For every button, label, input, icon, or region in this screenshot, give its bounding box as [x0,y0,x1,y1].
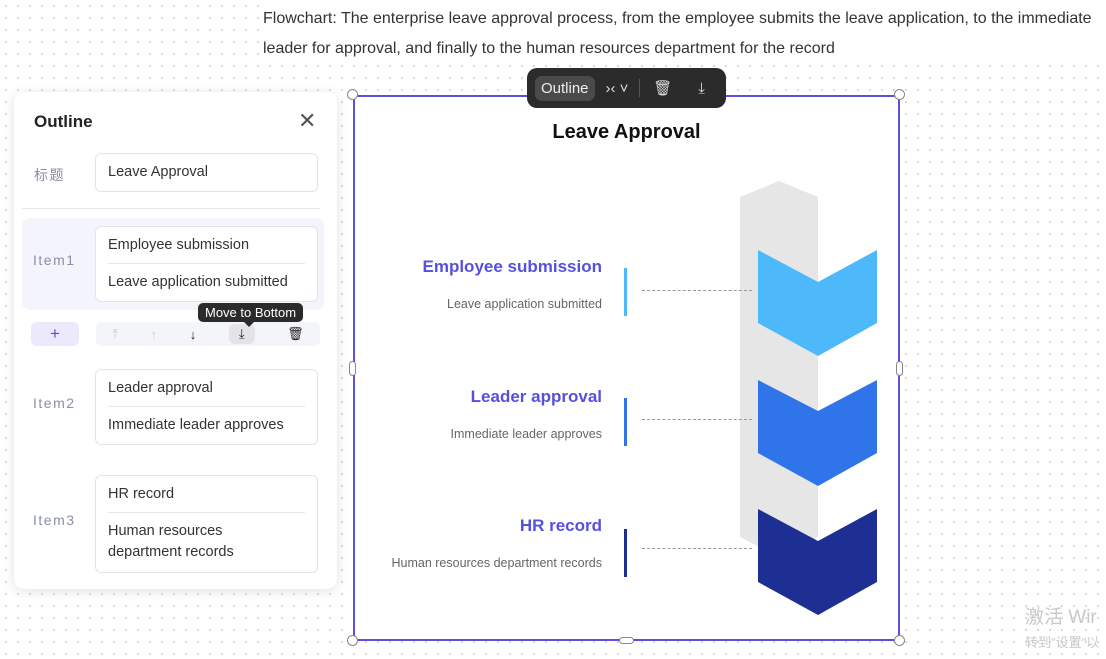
item-fields[interactable]: HR record Human resources department rec… [95,475,318,573]
divider [22,208,320,209]
move-to-bottom-icon[interactable]: ⤓ [228,324,255,344]
toolbar-divider [639,79,641,97]
floating-toolbar: Outline ›‹ ˅ 🗑 ⤓ [527,68,726,108]
resize-handle[interactable] [349,361,356,376]
title-field-label: 标题 [34,167,65,183]
split-icon[interactable]: ›‹ ˅ [605,79,629,97]
flowchart-description: Flowchart: The enterprise leave approval… [263,4,1103,64]
accent-bar [624,398,627,446]
resize-handle[interactable] [619,637,634,644]
item-label: Item1 [33,252,76,268]
move-down-icon[interactable]: ↓ [189,326,197,342]
accent-bar [624,529,627,577]
item-desc-input[interactable]: Human resources department records [108,523,234,560]
watermark-line1: 激活 Wir [1025,607,1097,628]
chevron-1 [758,250,877,356]
step-desc: Human resources department records [391,556,602,570]
resize-handle[interactable] [894,89,905,100]
watermark-line2: 转到"设置"以 [1025,635,1100,650]
move-to-top-icon[interactable]: ⤒ [112,326,119,341]
item-title-input[interactable]: Leader approval [108,380,213,396]
item-desc-input[interactable]: Leave application submitted [108,274,288,290]
item-label: Item2 [33,395,76,411]
move-up-icon[interactable]: ↑ [150,326,158,342]
item-fields[interactable]: Leader approval Immediate leader approve… [95,369,318,445]
step-desc: Immediate leader approves [450,427,602,441]
gray-column [740,181,818,557]
item-label: Item3 [33,512,76,528]
chevron-2 [758,380,877,486]
resize-handle[interactable] [347,89,358,100]
diagram-title: Leave Approval [552,121,701,143]
accent-bar [624,268,627,316]
step-desc: Leave application submitted [447,297,602,311]
download-icon[interactable]: ⤓ [698,79,705,97]
outline-panel: Outline ✕ 标题 Leave Approval Item1 Employ… [14,92,337,589]
resize-handle[interactable] [347,635,358,646]
chevron-graphic [740,181,877,615]
resize-handle[interactable] [896,361,903,376]
close-icon[interactable]: ✕ [298,108,317,133]
item-actions: ⤒ ↑ ↓ ⤓ 🗑 [96,322,320,346]
add-item-button[interactable]: + [31,322,79,346]
item-title-input[interactable]: Employee submission [108,237,250,253]
chevron-3 [758,509,877,615]
resize-handle[interactable] [894,635,905,646]
connector-line [642,290,752,291]
step-title: HR record [519,516,602,535]
delete-item-icon[interactable]: 🗑 [287,326,304,341]
panel-title: Outline [34,112,93,131]
title-input[interactable]: Leave Approval [95,153,318,192]
item-fields[interactable]: Employee submission Leave application su… [95,226,318,302]
step-title: Employee submission [422,257,603,276]
item-desc-input[interactable]: Immediate leader approves [108,417,284,433]
connector-line [642,419,752,420]
step-title: Leader approval [470,387,602,406]
connector-line [642,548,752,549]
delete-icon[interactable]: 🗑 [653,80,673,97]
outline-button[interactable]: Outline [535,75,595,101]
item-title-input[interactable]: HR record [108,486,175,502]
tooltip: Move to Bottom [198,303,304,327]
